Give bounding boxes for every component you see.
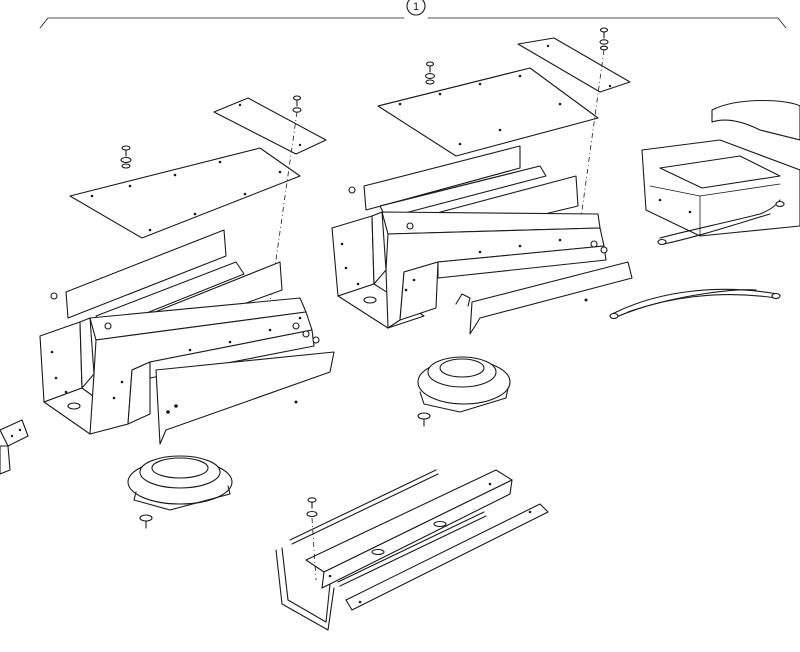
right-access-plate — [517, 37, 631, 93]
right-inner-bolt — [406, 222, 414, 230]
z-rail-main — [305, 469, 513, 573]
right-assembly — [331, 27, 633, 427]
left-access-plate — [213, 97, 327, 155]
right-strip-upper — [363, 145, 521, 211]
floor-rail-bolt — [306, 497, 318, 518]
u-channel-bracket — [275, 549, 335, 631]
callout-bracket: 1 — [39, 0, 787, 29]
seal-strip-lower — [337, 511, 485, 583]
cable-harness — [609, 288, 781, 320]
right-side-bolt — [348, 186, 356, 194]
right-top-cover-plate — [377, 67, 599, 157]
right-clip — [455, 293, 471, 307]
vehicle-body-section — [641, 99, 800, 246]
z-rail-secondary — [345, 503, 549, 611]
left-inner-bolt — [104, 322, 112, 330]
right-wing-screw — [417, 412, 431, 427]
left-side-bolt — [50, 292, 58, 300]
left-wing-screw — [139, 514, 153, 529]
left-assembly — [39, 95, 335, 529]
left-end-nuts — [292, 322, 320, 344]
right-bolt-stack-right — [599, 27, 609, 51]
right-trim-panel — [469, 261, 633, 335]
floor-rail-assembly — [275, 469, 549, 631]
left-grommet — [127, 455, 233, 511]
callout-circle — [406, 0, 426, 16]
right-end-nuts — [590, 240, 608, 254]
left-trim-panel — [155, 351, 335, 445]
left-edge-bracket — [0, 419, 29, 475]
right-bolt-stack — [424, 61, 436, 85]
left-strip-upper — [65, 229, 227, 319]
seal-strip-upper — [289, 469, 437, 541]
callout-number: 1 — [413, 1, 419, 13]
left-bolt-stack — [120, 145, 132, 169]
right-grommet — [417, 356, 511, 413]
right-main-channel — [331, 211, 607, 329]
left-top-cover-plate — [69, 147, 301, 239]
left-bolt-stack-right — [292, 95, 302, 113]
